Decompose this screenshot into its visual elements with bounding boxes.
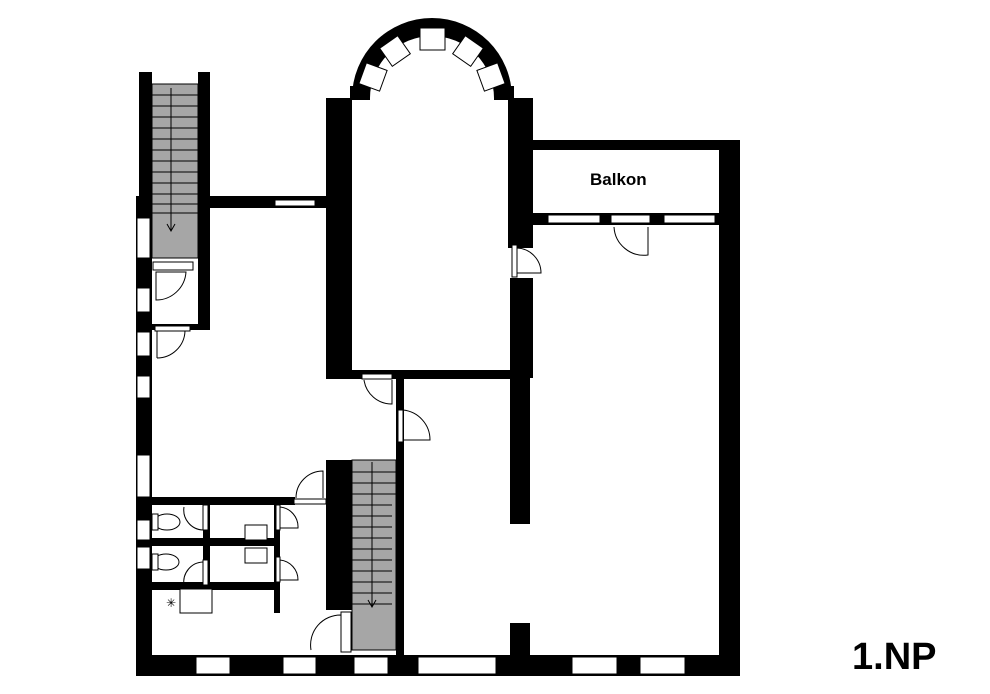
fixtures: ✳	[151, 513, 268, 614]
room-label-balcony: Balkon	[590, 170, 647, 189]
stove-icon: ✳	[166, 596, 176, 610]
sink-icon	[179, 588, 213, 614]
shower-icon	[244, 547, 268, 564]
windows	[136, 27, 716, 675]
floor-label: 1.NP	[852, 636, 937, 678]
stairs	[151, 83, 397, 651]
doors	[152, 226, 649, 653]
shower-icon	[244, 524, 268, 541]
walls	[136, 18, 740, 676]
